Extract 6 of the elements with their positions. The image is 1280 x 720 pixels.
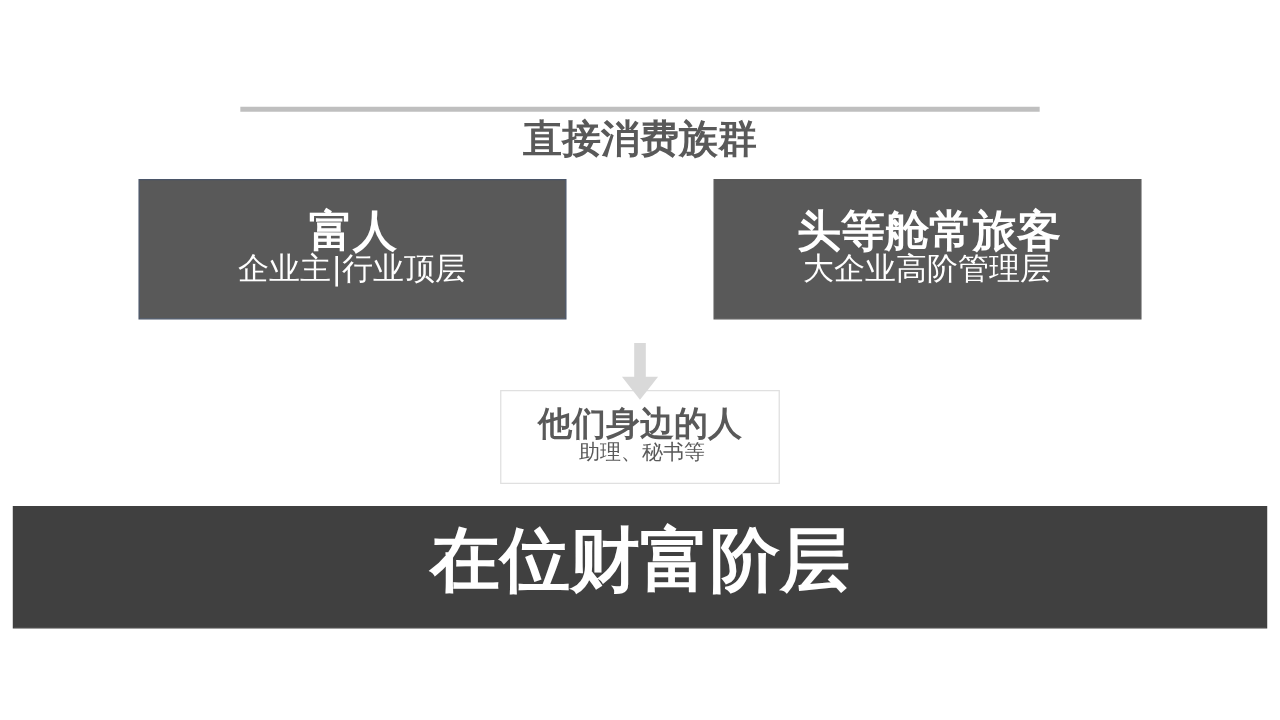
node-box: 富人 企业主|行业顶层	[138, 178, 567, 319]
node-box: 在位财富阶层	[12, 505, 1268, 628]
diagram-title: 直接消费族群	[523, 115, 758, 161]
node-box: 头等舱常旅客 大企业高阶管理层	[713, 178, 1142, 319]
arrow	[621, 342, 659, 400]
node-box: 他们身边的人 助理、秘书等	[500, 389, 780, 484]
